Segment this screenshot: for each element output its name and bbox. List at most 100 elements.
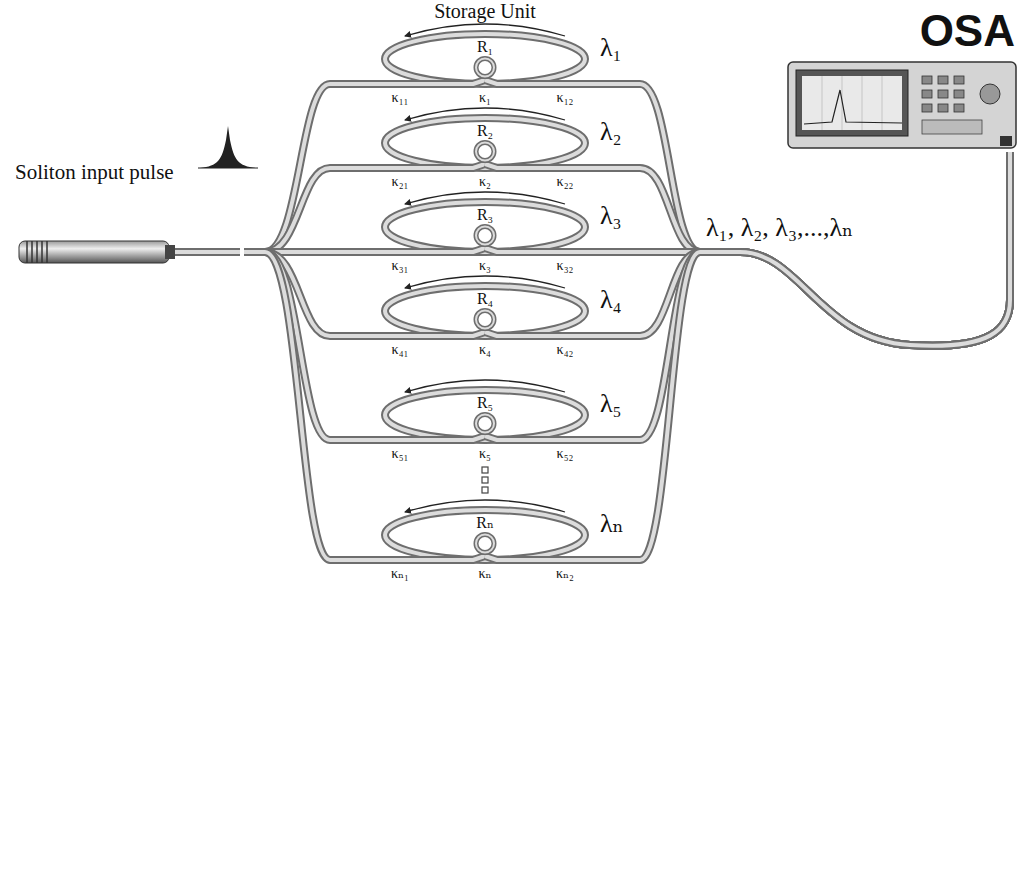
waveguide-cladding [244, 80, 485, 252]
waveguide [485, 152, 1010, 560]
coupler-label: κ₄ [479, 342, 491, 357]
waveguide-cladding [244, 252, 485, 560]
screen-grid [822, 76, 823, 130]
wavelength-label: λ₂ [600, 118, 622, 147]
coupler-label: κ₃ [479, 258, 491, 273]
ring-core [476, 415, 494, 433]
ring-label: R₂ [453, 123, 517, 139]
laser-symbol [15, 238, 240, 266]
ring-symbol [453, 531, 517, 556]
waveguide-core [244, 80, 485, 252]
coupler-label: κ₅ [479, 446, 491, 461]
ring-core [476, 311, 494, 329]
coupler-label: κ₃₂ [557, 258, 574, 273]
waveguide-cladding [485, 152, 1010, 440]
ring-label: R₅ [453, 395, 517, 411]
osa-button [954, 76, 964, 84]
waveguide-cladding [244, 248, 485, 252]
coupler-label: κₙ [478, 566, 491, 581]
coupler-label: κ₄₂ [557, 342, 574, 357]
fiber-stub [173, 248, 240, 256]
laser-ridge [46, 241, 48, 263]
osa-screen [802, 76, 902, 130]
waveguide [244, 164, 485, 252]
ring-symbol [453, 55, 517, 80]
osa-bezel [796, 70, 908, 136]
pulse-symbol [198, 126, 258, 168]
ring-label: R₄ [453, 291, 517, 307]
osa-button [954, 104, 964, 112]
laser-ridge [41, 241, 43, 263]
ring-resonator: R₃ [453, 207, 517, 248]
coupler-label: κ₂₁ [392, 174, 409, 189]
osa-button [922, 104, 932, 112]
laser-ridge [31, 241, 33, 263]
ring-resonator: R₄ [453, 291, 517, 332]
osa-button [938, 90, 948, 98]
wavelength-label: λₙ [600, 510, 624, 539]
coupler-label: κ₃₁ [392, 258, 409, 273]
osa-button [938, 76, 948, 84]
waveguide [485, 152, 1010, 440]
ring-resonator: R₁ [453, 39, 517, 80]
ring-label: R₁ [453, 39, 517, 55]
fiber-core [173, 250, 240, 254]
wavelength-label: λ₄ [600, 286, 622, 315]
ring-core [476, 535, 494, 553]
coupler-label: κ₁₂ [557, 90, 574, 105]
wavelength-label: λ₅ [600, 390, 622, 419]
coupler-label: κ₄₁ [392, 342, 409, 357]
laser-cap [165, 245, 175, 259]
ring-resonator: R₂ [453, 123, 517, 164]
coupler-label: κ₅₂ [557, 446, 574, 461]
waveguide [244, 80, 485, 252]
laser-source: Soliton input pulse [15, 160, 244, 266]
node-label: Soliton input pulse [15, 160, 244, 185]
ring-core [476, 59, 494, 77]
ring-resonator: Rₙ [453, 515, 517, 556]
coupler-label: κ₁ [479, 90, 491, 105]
wavelength-label: λ₁ [600, 34, 622, 63]
ring-outline [476, 535, 494, 553]
coupler-label: κ₅₁ [392, 446, 409, 461]
screen-trace [804, 90, 902, 124]
ring-symbol [453, 139, 517, 164]
waveguide-cladding [244, 164, 485, 252]
ring-outline [476, 227, 494, 245]
osa-button [922, 90, 932, 98]
waveguide-core [485, 152, 1010, 440]
ring-outline [476, 59, 494, 77]
waveguide-core [244, 248, 485, 252]
laser-body [19, 241, 169, 263]
waveguide-cladding [485, 152, 1010, 560]
coupler-label: κₙ₂ [556, 566, 574, 581]
ring-symbol [453, 307, 517, 332]
ring-symbol [453, 411, 517, 436]
ring-outline [476, 311, 494, 329]
waveguide-core [244, 164, 485, 252]
ring-outline [476, 143, 494, 161]
osa-button [938, 104, 948, 112]
ring-label: Rₙ [453, 515, 517, 531]
waveguide [485, 80, 1010, 346]
ellipsis-dots [482, 467, 488, 493]
osa-panel [922, 120, 982, 134]
device-label: OSA [780, 8, 1025, 54]
diagram-title: Storage Unit [434, 0, 536, 22]
waveguide-cladding [485, 80, 1010, 346]
ring-core [476, 227, 494, 245]
osa-button [954, 90, 964, 98]
wavelength-label: λ₃ [600, 202, 622, 231]
osa-knob [980, 84, 1000, 104]
output-wavelengths: λ₁, λ₂, λ₃,...,λₙ [706, 214, 853, 243]
screen-grid [882, 76, 883, 130]
laser-ridge [36, 241, 38, 263]
osa-body [788, 62, 1016, 148]
waveguide-core [485, 152, 1010, 560]
osa-port [1000, 136, 1012, 146]
coupler-label: κ₁₁ [392, 90, 409, 105]
osa-button [922, 76, 932, 84]
coupler-label: κ₂ [479, 174, 491, 189]
